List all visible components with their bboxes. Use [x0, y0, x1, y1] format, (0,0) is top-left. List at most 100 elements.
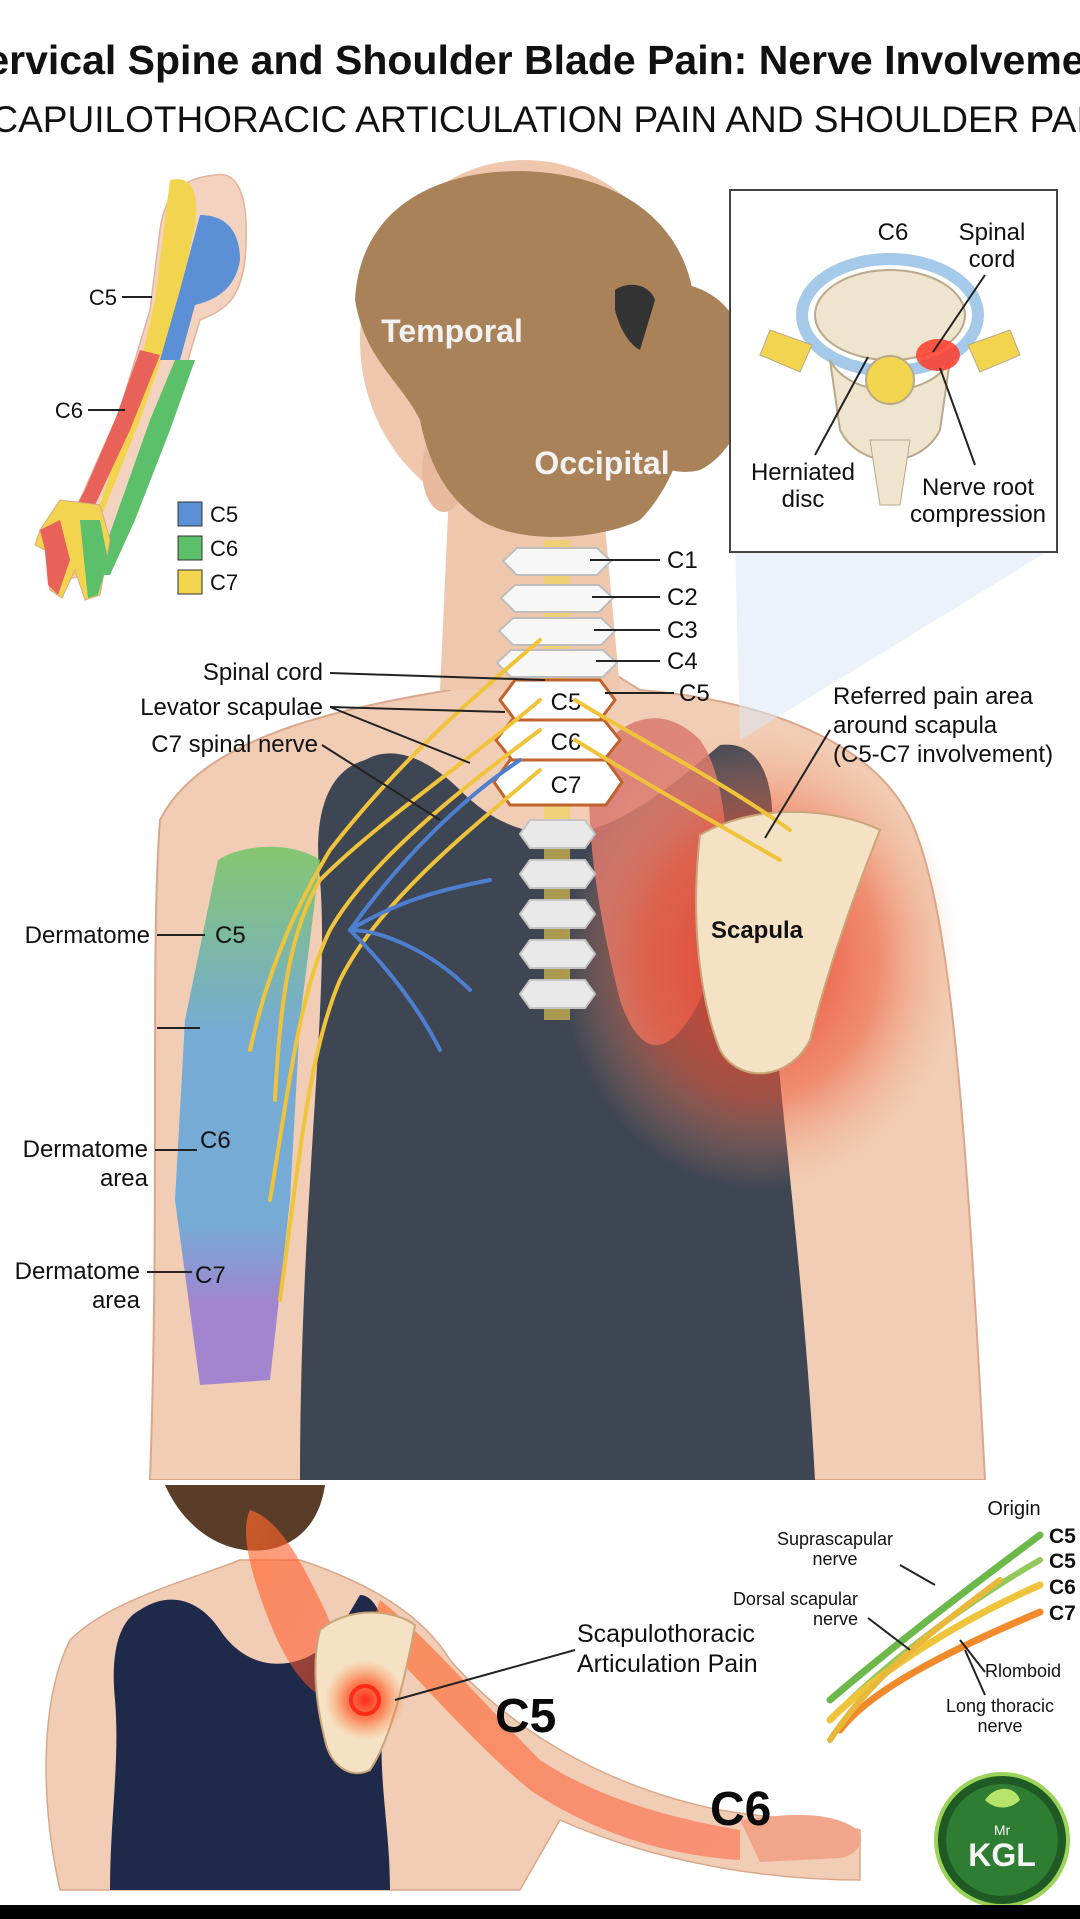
- nerve-yellow-1: [273, 698, 542, 1102]
- nerve-bundle: [248, 638, 792, 1302]
- root-label-2: C5: [1049, 1550, 1076, 1573]
- region-temporal: Temporal: [381, 313, 523, 349]
- bottom-border-bar: [0, 1905, 1080, 1919]
- vertebra-labels-right: C1 C2 C3 C4 C5: [590, 547, 710, 707]
- vertebra-label-c4: C4: [667, 648, 698, 675]
- transverse-right: [967, 329, 1021, 373]
- hair-bun: [620, 283, 748, 472]
- label-dermatome-2b: area: [100, 1165, 149, 1192]
- bottom-c6-label: C6: [710, 1783, 771, 1836]
- bottom-pain-line2: Articulation Pain: [577, 1650, 758, 1678]
- left-labels: Spinal cord Levator scapulae C7 spinal n…: [15, 659, 546, 1314]
- nerve-yellow-2: [268, 728, 542, 1202]
- nerve-blue-4: [348, 928, 442, 1052]
- spinal-cord-section: [865, 355, 915, 405]
- label-dermatome-3a: Dermatome: [15, 1258, 140, 1285]
- root-label-1: C5: [1049, 1525, 1076, 1548]
- bottom-hand: [740, 1815, 861, 1862]
- mini-hand-green: [80, 520, 108, 598]
- label-levator-scapulae: Levator scapulae: [140, 694, 323, 721]
- root-label-4: C7: [1049, 1602, 1076, 1625]
- vertebra-thoracic: [518, 859, 597, 889]
- mini-arm-c6-zone: [95, 360, 195, 575]
- mini-hand-red: [40, 520, 70, 595]
- nerve-blue-1: [348, 758, 522, 932]
- vertebra-label-c1: C1: [667, 547, 698, 574]
- scapula-label: Scapula: [711, 917, 804, 944]
- label-rhomboid: Rlomboid: [985, 1661, 1061, 1681]
- origin-nerve-orange: [836, 1608, 1044, 1734]
- nerve-right-2: [573, 738, 782, 862]
- label-dermatome-1: Dermatome: [25, 922, 150, 949]
- mini-arm-label-c5: C5: [89, 285, 117, 310]
- origin-nerve-yellow1: [826, 1581, 1044, 1724]
- mini-arm-red-zone: [55, 350, 160, 545]
- vertebra-label-c5: C5: [679, 680, 710, 707]
- spine-label-c7: C7: [551, 772, 582, 799]
- bottom-pain-line1: Scapulothoracic: [577, 1620, 755, 1648]
- referred-line3: (C5-C7 involvement): [833, 741, 1053, 768]
- bottom-pain-ring: [349, 1684, 381, 1716]
- origin-label: Origin: [987, 1498, 1040, 1520]
- inset-label-c6: C6: [878, 219, 909, 246]
- origin-nerve-yellow2: [827, 1577, 1003, 1743]
- page-subtitle: SCAPUILOTHORACIC ARTICULATION PAIN AND S…: [0, 99, 1080, 140]
- legend-label-c5: C5: [210, 502, 238, 527]
- spinous-process: [869, 439, 911, 506]
- brand-logo: Mr KGL: [934, 1772, 1070, 1908]
- origin-nerve-green: [826, 1531, 1044, 1704]
- vertebra-thoracic: [518, 899, 597, 929]
- label-spinal-cord: Spinal cord: [203, 659, 323, 686]
- vertebra-label-c2: C2: [667, 584, 698, 611]
- bottom-hair: [165, 1485, 325, 1551]
- bottom-c5-label: C5: [495, 1690, 556, 1743]
- hair: [355, 171, 697, 537]
- inset-connector: [735, 547, 1055, 740]
- scapula-bone: [695, 810, 882, 1075]
- dermatome-strip: [175, 846, 320, 1385]
- logo-small-text: Mr: [994, 1822, 1011, 1838]
- compression-glow: [916, 339, 960, 371]
- referred-line2: around scapula: [833, 712, 998, 739]
- arm-dermatome-map: C5 C6 C5 C6 C7: [34, 173, 247, 601]
- bottom-pain-target: [325, 1660, 405, 1740]
- vertebra-thoracic: [518, 979, 597, 1009]
- bottom-section: Scapulothoracic Articulation Pain C5 C6 …: [0, 1480, 1080, 1919]
- vertebra-upper: [495, 649, 619, 678]
- vertebra-upper: [501, 547, 613, 576]
- nerve-right-1: [573, 698, 792, 832]
- page-title: Cervical Spine and Shoulder Blade Pain: …: [0, 37, 1080, 83]
- referred-pain-labels: Referred pain area around scapula (C5-C7…: [764, 683, 1053, 839]
- label-dermatome-c6: C6: [200, 1127, 231, 1154]
- legend-swatch-c7: [177, 569, 203, 595]
- main-figure: Temporal Occipital Scapula C5 C6 C7: [15, 160, 1055, 1481]
- nerve-blue-2: [348, 928, 472, 992]
- vertebra-label-c3: C3: [667, 617, 698, 644]
- vertebra-thoracic: [518, 939, 597, 969]
- nerve-yellow-3: [278, 768, 542, 1302]
- logo-inner: [946, 1784, 1058, 1896]
- legend-swatch-c6: [177, 535, 203, 561]
- legend-label-c7: C7: [210, 570, 238, 595]
- nerve-blue-3: [348, 878, 492, 932]
- mini-arm-label-c6: C6: [55, 398, 83, 423]
- hair-tie: [615, 284, 655, 350]
- legend-label-c6: C6: [210, 536, 238, 561]
- vertebra-thoracic: [518, 819, 597, 849]
- vertebra-upper: [497, 617, 617, 646]
- label-dermatome-3b: area: [92, 1287, 141, 1314]
- lamina: [829, 359, 951, 461]
- root-label-3: C6: [1049, 1576, 1076, 1599]
- vertebra-upper: [499, 584, 615, 613]
- label-dermatome-c7: C7: [195, 1262, 226, 1289]
- label-dermatome-2a: Dermatome: [23, 1136, 148, 1163]
- logo-text: KGL: [968, 1837, 1036, 1873]
